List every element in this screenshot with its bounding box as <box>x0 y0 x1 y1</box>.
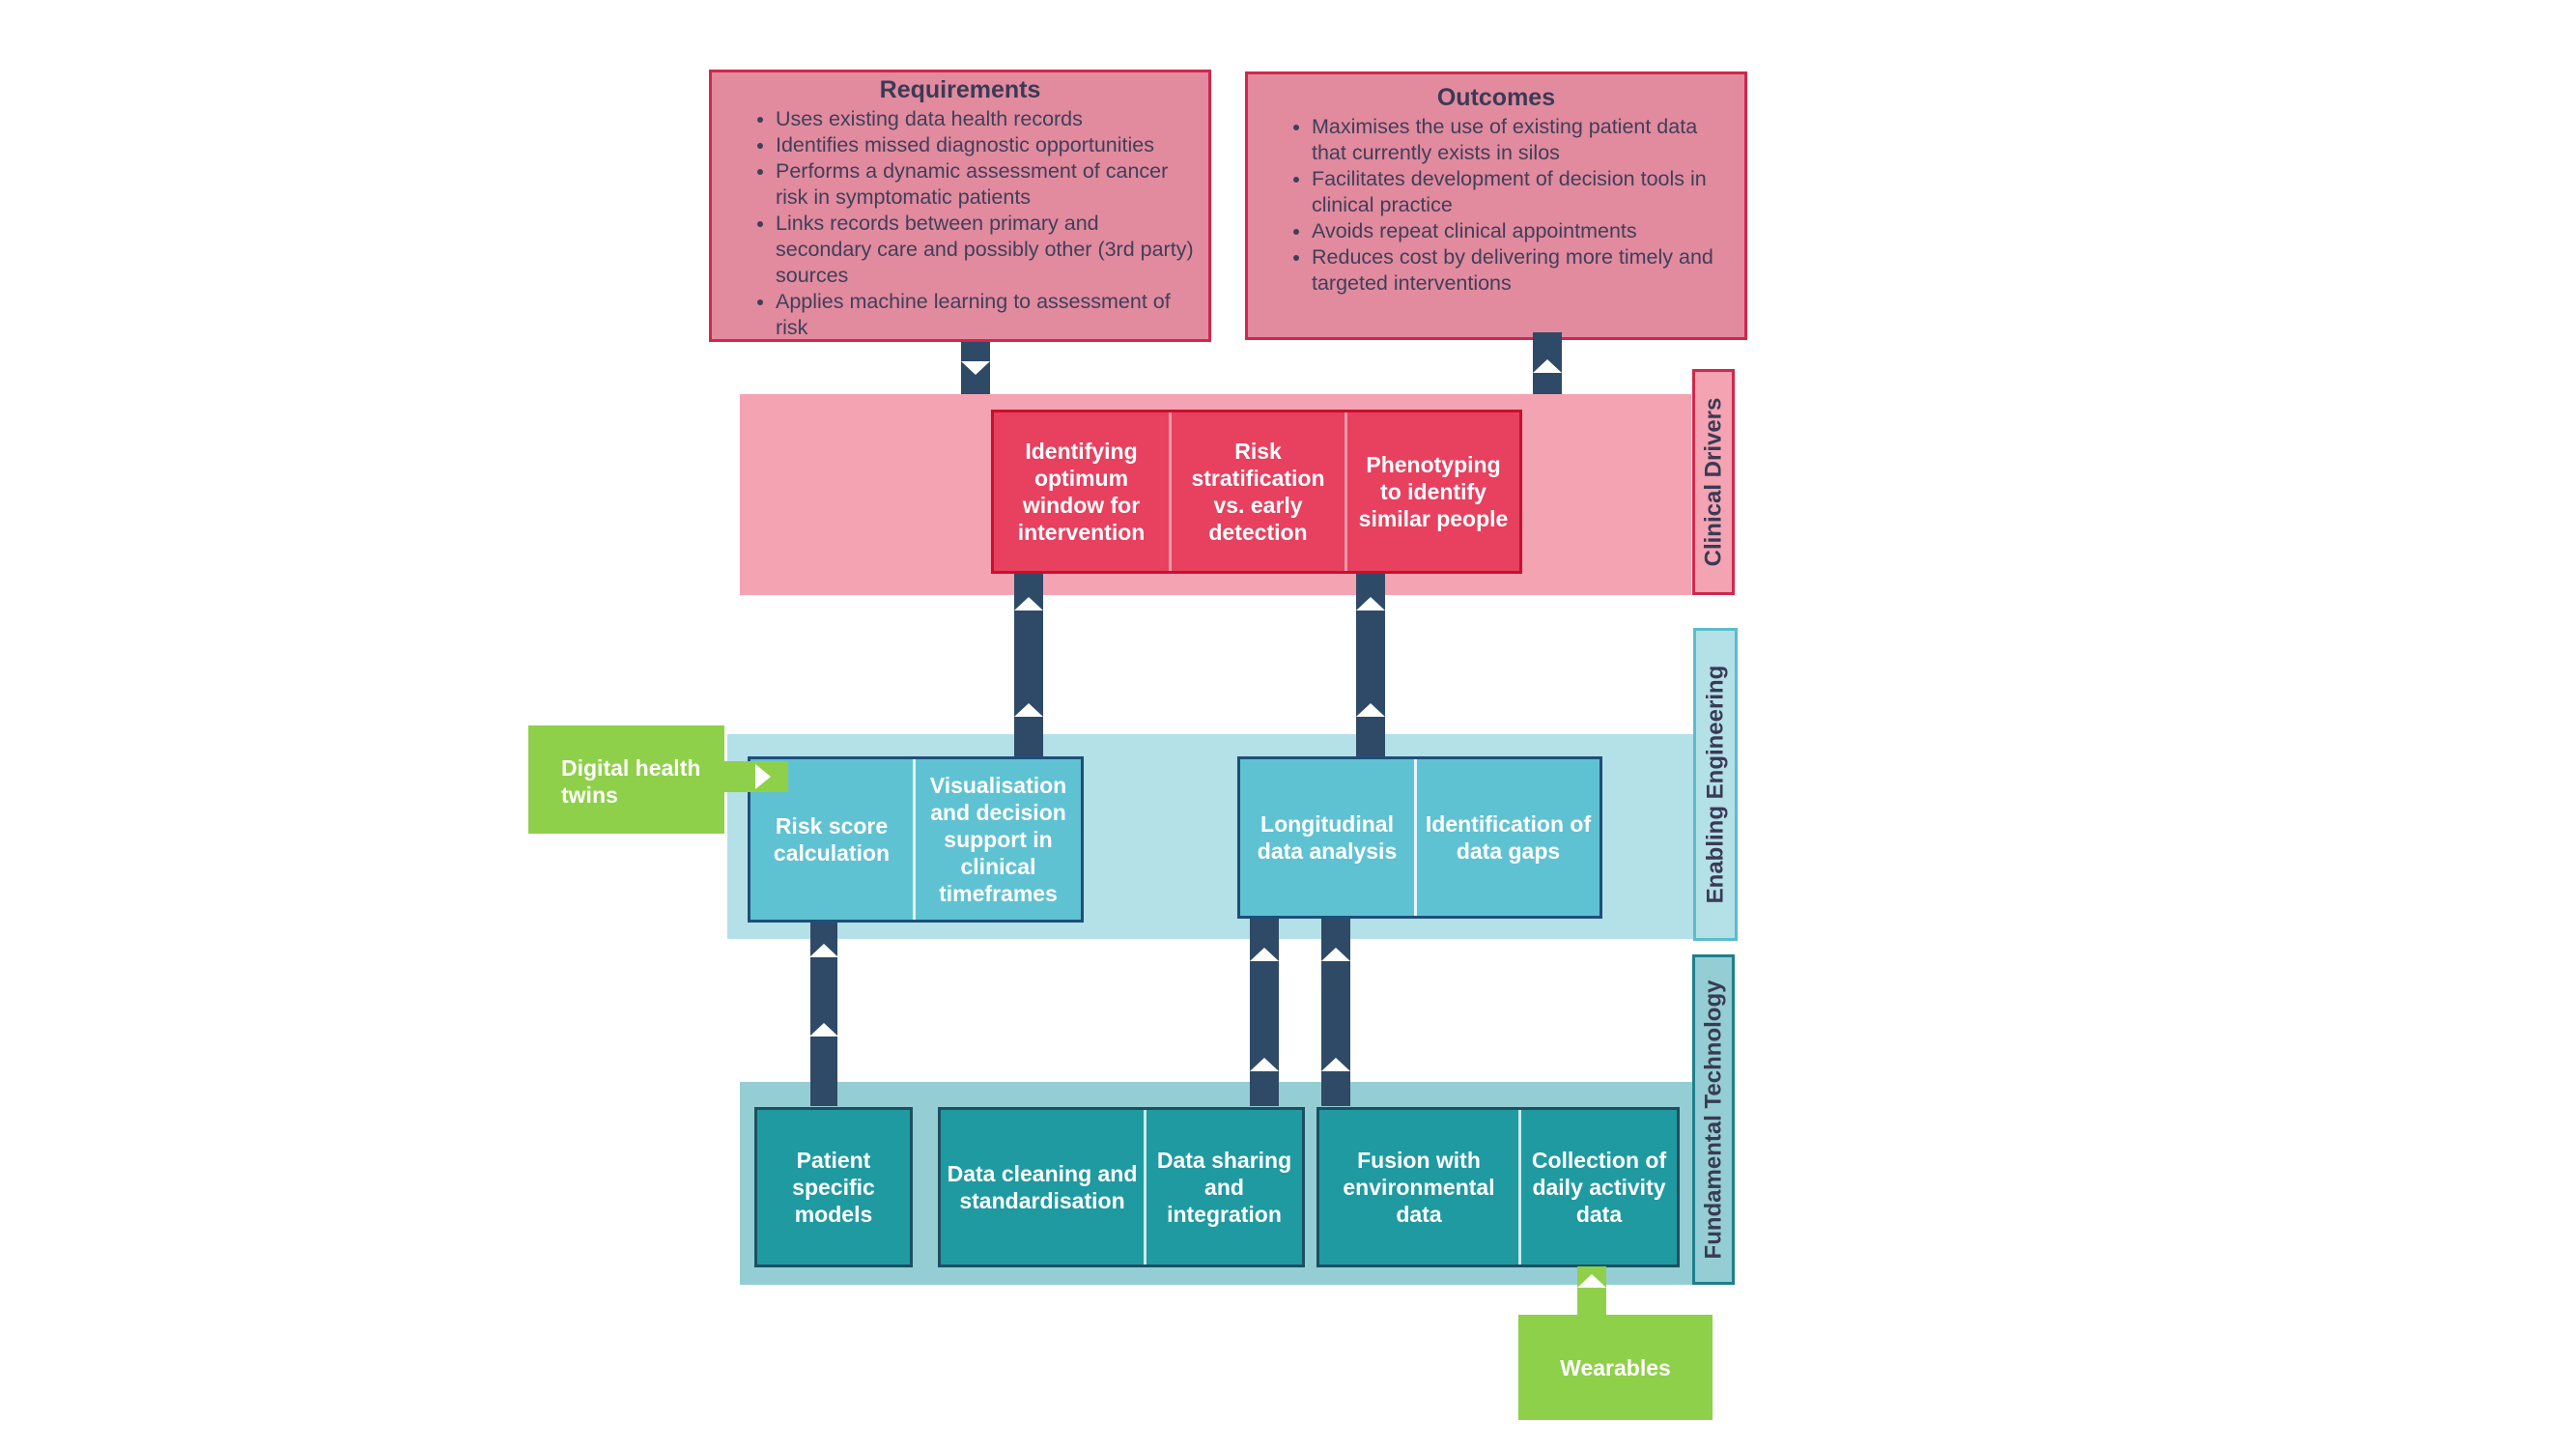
arrow-up-icon <box>809 1023 838 1037</box>
outcome-item: Reduces cost by delivering more timely a… <box>1312 244 1731 297</box>
technology-cell-data-sharing: Data sharing and integration <box>1144 1110 1302 1264</box>
technology-group-fusion: Fusion with environmental data Collectio… <box>1316 1107 1680 1267</box>
requirement-item: Applies machine learning to assessment o… <box>776 289 1195 341</box>
technology-cell-patient-models: Patient specific models <box>792 1148 875 1227</box>
arrow-up-icon <box>1321 1058 1350 1071</box>
arrow-up-icon <box>1321 948 1350 961</box>
technology-cell-data-cleaning: Data cleaning and standardisation <box>947 1161 1138 1213</box>
arrow-up-icon <box>1577 1274 1606 1288</box>
engineering-cell-data-gaps: Identification of data gaps <box>1414 759 1599 916</box>
enabling-engineering-label: Enabling Engineering <box>1693 628 1738 941</box>
engineering-cell-visualisation: Visualisation and decision support in cl… <box>913 759 1081 920</box>
arrow-down-icon <box>961 361 990 375</box>
fundamental-technology-label: Fundamental Technology <box>1692 954 1735 1285</box>
connector-models-to-risk <box>809 923 838 1106</box>
outcomes-box: Outcomes Maximises the use of existing p… <box>1245 71 1747 340</box>
connector-outcomes <box>1533 332 1562 394</box>
technology-group-models: Patient specific models <box>754 1107 913 1267</box>
wearables-box: Wearables <box>1518 1315 1713 1420</box>
outcome-item: Avoids repeat clinical appointments <box>1312 218 1731 244</box>
requirements-box: Requirements Uses existing data health r… <box>709 70 1211 342</box>
digital-twins-tab <box>724 761 788 792</box>
requirement-item: Uses existing data health records <box>776 106 1195 132</box>
requirement-item: Links records between primary and second… <box>776 211 1195 289</box>
requirement-item: Performs a dynamic assessment of cancer … <box>776 158 1195 211</box>
digital-health-twins-box: Digital health twins <box>528 725 724 834</box>
engineering-group-right: Longitudinal data analysis Identificatio… <box>1237 756 1602 919</box>
engineering-cell-risk-score: Risk score calculation <box>773 813 891 866</box>
outcome-item: Maximises the use of existing patient da… <box>1312 114 1731 166</box>
connector-fusion-to-longitudinal <box>1321 919 1350 1106</box>
arrow-up-icon <box>809 944 838 957</box>
clinical-drivers-label: Clinical Drivers <box>1692 369 1735 595</box>
connector-longitudinal-to-phenotyping <box>1356 574 1385 757</box>
arrow-up-icon <box>1014 703 1043 717</box>
digital-health-twins-label: Digital health twins <box>561 755 701 808</box>
arrow-right-icon <box>755 764 771 789</box>
arrow-up-icon <box>1533 359 1562 373</box>
clinical-cell-risk-stratification: Risk stratification vs. early detection <box>1169 412 1345 571</box>
connector-requirements <box>961 342 990 394</box>
technology-group-data: Data cleaning and standardisation Data s… <box>938 1107 1305 1267</box>
wearables-tab <box>1577 1266 1606 1315</box>
clinical-drivers-group: Identifying optimum window for intervent… <box>991 410 1522 574</box>
arrow-up-icon <box>1250 1058 1279 1071</box>
requirements-title: Requirements <box>879 76 1041 103</box>
arrow-up-icon <box>1356 703 1385 717</box>
engineering-group-left: Risk score calculation Visualisation and… <box>748 756 1084 923</box>
outcomes-list: Maximises the use of existing patient da… <box>1248 114 1744 297</box>
requirements-list: Uses existing data health records Identi… <box>712 106 1208 341</box>
requirement-item: Identifies missed diagnostic opportuniti… <box>776 132 1195 158</box>
clinical-cell-phenotyping: Phenotyping to identify similar people <box>1345 412 1519 571</box>
outcome-item: Facilitates development of decision tool… <box>1312 166 1731 218</box>
wearables-label: Wearables <box>1560 1354 1671 1380</box>
engineering-cell-longitudinal: Longitudinal data analysis <box>1257 811 1398 864</box>
connector-risk-to-window <box>1014 574 1043 757</box>
outcomes-title: Outcomes <box>1436 84 1556 111</box>
clinical-cell-optimum-window: Identifying optimum window for intervent… <box>1017 439 1146 545</box>
technology-cell-daily-activity: Collection of daily activity data <box>1518 1110 1677 1264</box>
technology-cell-fusion: Fusion with environmental data <box>1343 1148 1495 1227</box>
arrow-up-icon <box>1250 948 1279 961</box>
arrow-up-icon <box>1014 597 1043 611</box>
connector-sharing-to-longitudinal <box>1250 919 1279 1106</box>
arrow-up-icon <box>1356 597 1385 611</box>
